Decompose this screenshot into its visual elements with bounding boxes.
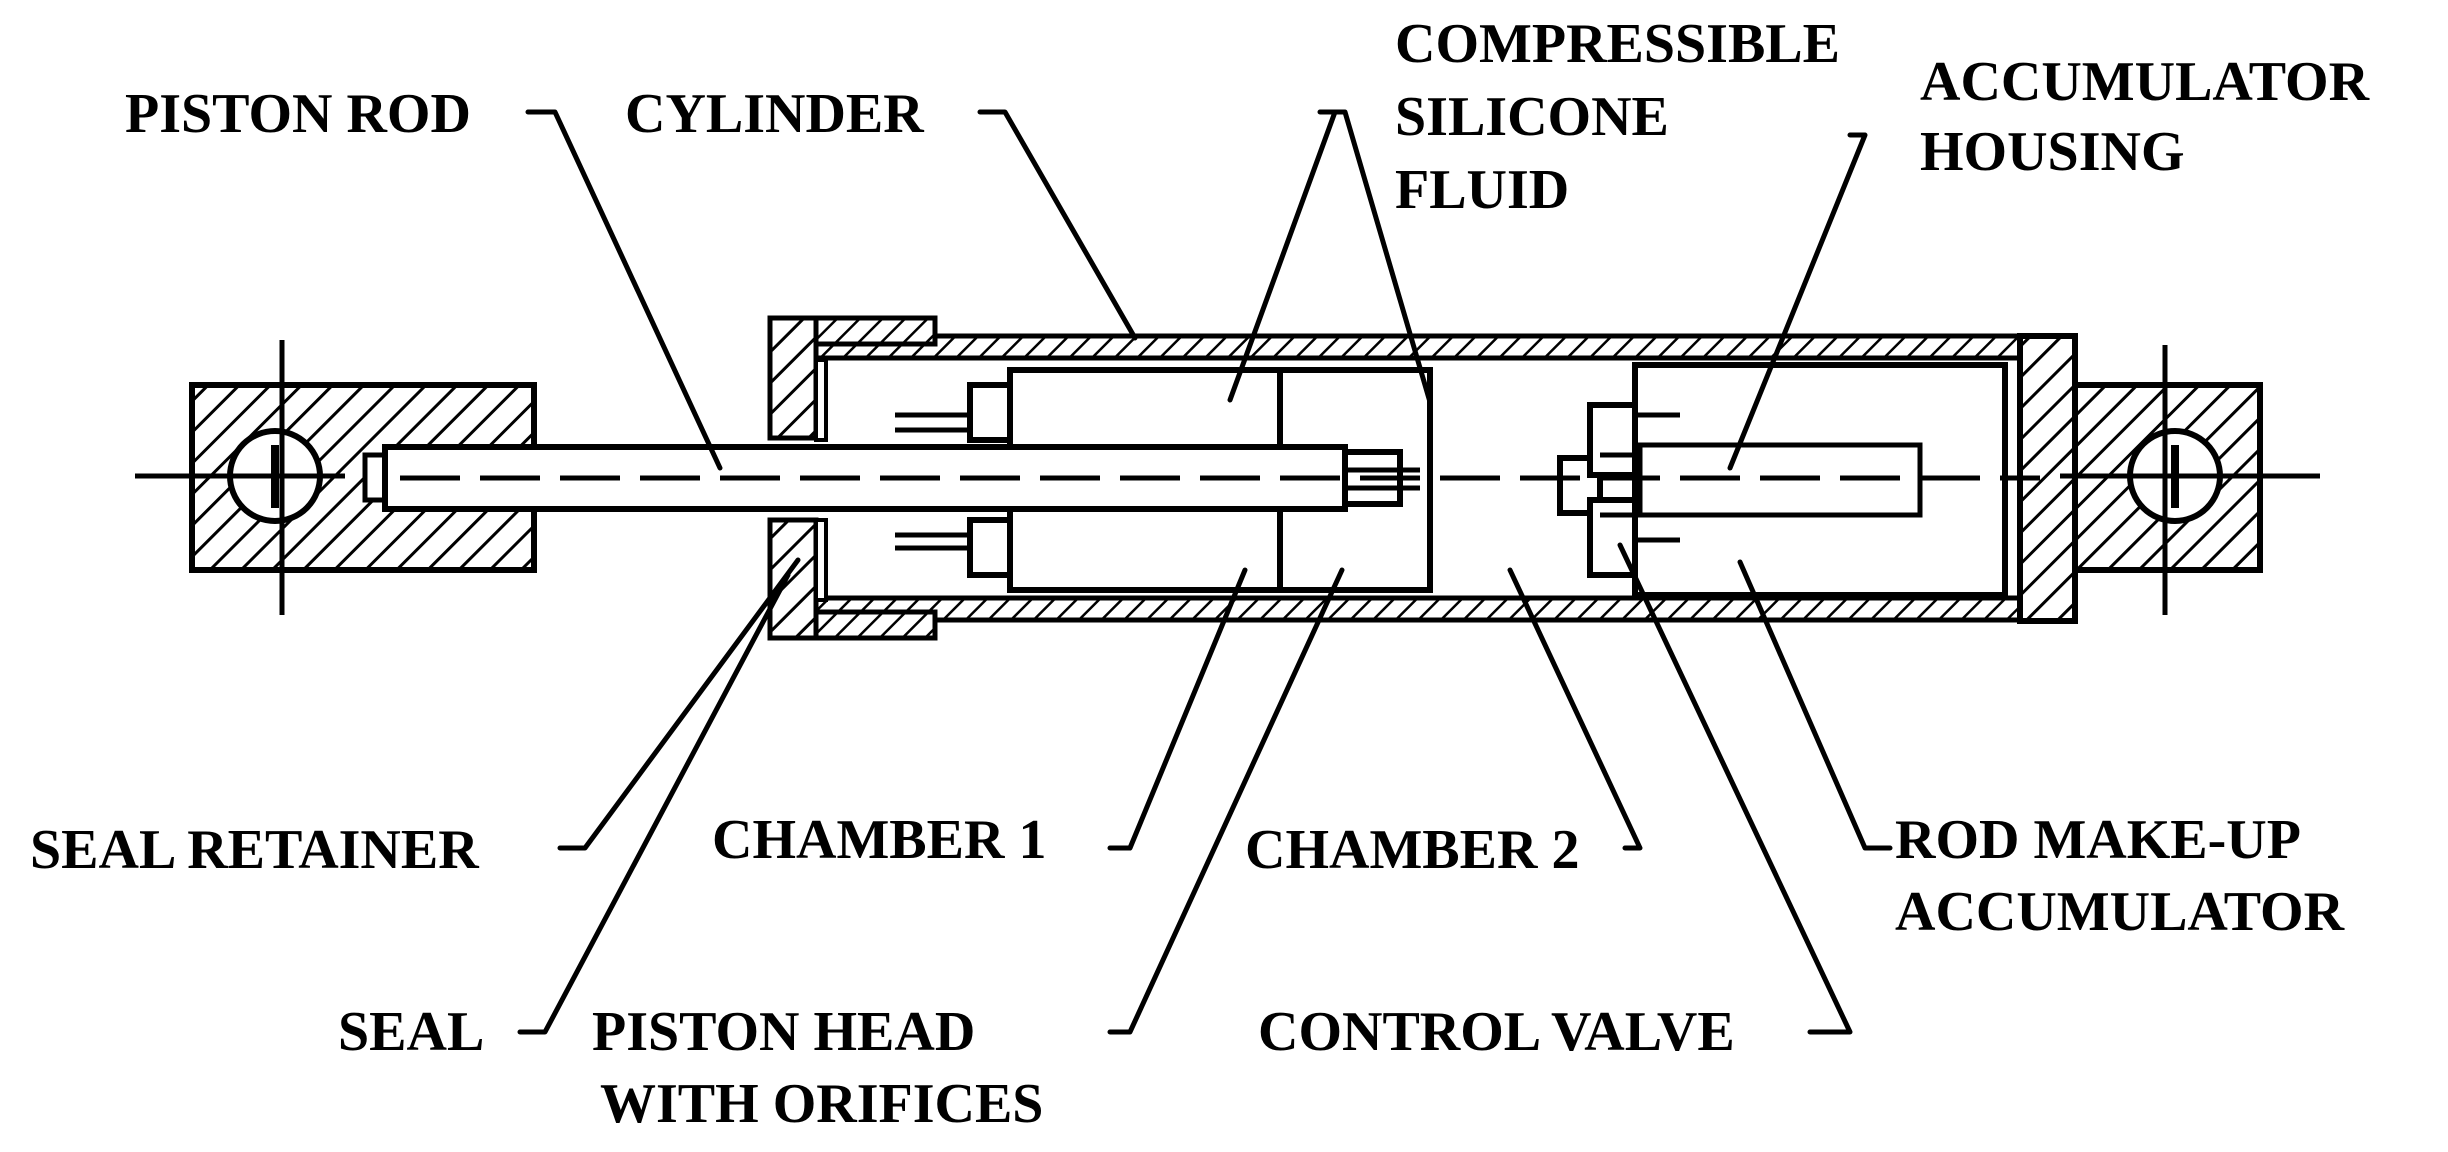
label-rod-make-up: ROD MAKE-UP bbox=[1895, 809, 2301, 871]
label-piston-rod: PISTON ROD bbox=[125, 83, 471, 145]
label-accumulator: ACCUMULATOR bbox=[1920, 51, 2370, 113]
label-compressible: COMPRESSIBLE bbox=[1395, 13, 1840, 75]
label-accumulator-2: ACCUMULATOR bbox=[1895, 881, 2345, 943]
label-chamber-1: CHAMBER 1 bbox=[712, 809, 1046, 871]
label-cylinder: CYLINDER bbox=[625, 83, 924, 145]
label-seal-retainer: SEAL RETAINER bbox=[30, 819, 479, 881]
label-control-valve: CONTROL VALVE bbox=[1258, 1001, 1735, 1063]
label-housing: HOUSING bbox=[1920, 121, 2185, 183]
label-piston-head: PISTON HEAD bbox=[592, 1001, 975, 1063]
labels: PISTON ROD CYLINDER COMPRESSIBLE SILICON… bbox=[30, 13, 2370, 1135]
label-seal: SEAL bbox=[338, 1001, 484, 1063]
label-fluid: FLUID bbox=[1395, 159, 1569, 221]
right-end-fitting bbox=[2017, 333, 2320, 624]
label-silicone: SILICONE bbox=[1395, 86, 1669, 148]
seal-retainer bbox=[767, 315, 938, 641]
label-with-orifices: WITH ORIFICES bbox=[600, 1073, 1043, 1135]
leader-lines bbox=[517, 109, 1893, 1035]
label-chamber-2: CHAMBER 2 bbox=[1245, 819, 1579, 881]
